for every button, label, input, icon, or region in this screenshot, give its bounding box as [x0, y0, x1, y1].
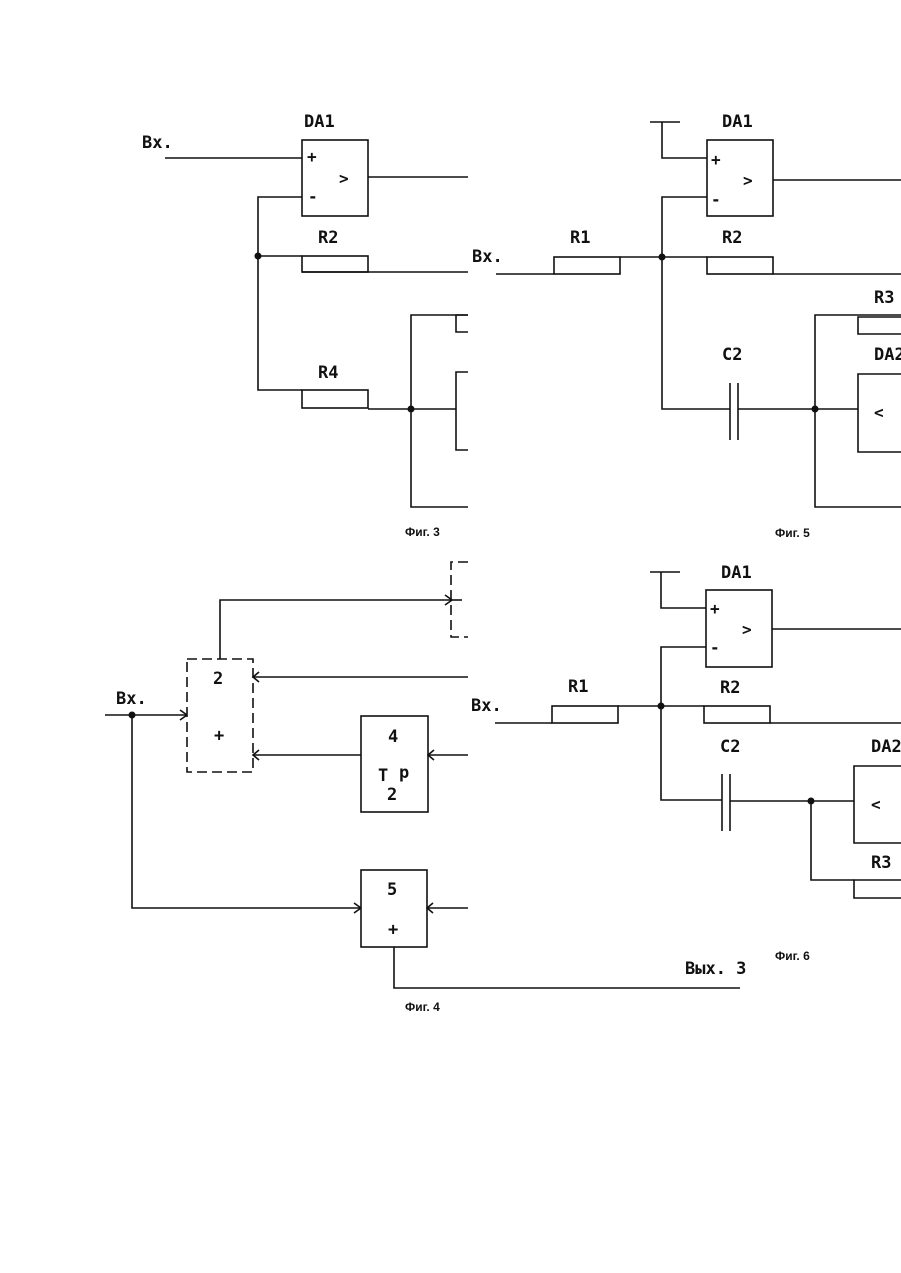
- fig4-block4-tf-t: T: [378, 766, 388, 786]
- fig5-resistor-r2: [707, 257, 773, 274]
- fig3-resistor-r2: [302, 256, 368, 272]
- fig6-opamp2-label: DA2: [871, 737, 901, 757]
- fig4-block4-tf-p: p: [399, 763, 409, 783]
- fig4-block4-number: 4: [388, 727, 398, 747]
- fig6-c2-label: C2: [720, 737, 740, 757]
- fig3-plus-sign: +: [307, 147, 317, 166]
- fig4-output-label: Вых. 3: [685, 959, 746, 979]
- fig6-caption: Фиг. 6: [775, 949, 810, 963]
- figure-4: Bx. 2 + 4 T p 2 5 + Вых. 3 Фиг. 4: [105, 562, 746, 1014]
- fig5-caption: Фиг. 5: [775, 526, 810, 540]
- fig3-opamp-label: DA1: [304, 112, 335, 132]
- fig3-r4-label: R4: [318, 363, 338, 383]
- figure-3: Bx. DA1 + - > R2 R4 Фиг. 3: [142, 112, 468, 539]
- fig4-block4-tf-sub: 2: [387, 785, 397, 805]
- fig4-block5-number: 5: [387, 880, 397, 900]
- fig5-input-label: Bx.: [472, 247, 503, 267]
- fig6-r1-label: R1: [568, 677, 588, 697]
- fig3-opamp-symbol: >: [339, 169, 349, 188]
- fig5-r3-label: R3: [874, 288, 894, 308]
- fig6-opamp1-label: DA1: [721, 563, 752, 583]
- fig4-block2-sign: +: [214, 726, 224, 746]
- fig6-r2-label: R2: [720, 678, 740, 698]
- fig5-resistor-r1: [554, 257, 620, 274]
- fig3-r2-label: R2: [318, 228, 338, 248]
- fig4-input-label: Bx.: [116, 689, 147, 709]
- fig5-minus-sign: -: [711, 190, 721, 209]
- fig4-caption: Фиг. 4: [405, 1000, 440, 1014]
- fig6-r3-label: R3: [871, 853, 891, 873]
- fig6-resistor-r1: [552, 706, 618, 723]
- figure-6: DA1 + - > Bx. R1 R2 C2 DA2 < R3 Фиг. 6: [471, 563, 901, 963]
- fig6-opamp2-symbol: <: [871, 795, 881, 814]
- fig3-caption: Фиг. 3: [405, 525, 440, 539]
- fig6-input-label: Bx.: [471, 696, 502, 716]
- fig5-r1-label: R1: [570, 228, 590, 248]
- fig6-plus-sign: +: [710, 599, 720, 618]
- fig5-opamp1-symbol: >: [743, 171, 753, 190]
- fig3-resistor-r4: [302, 390, 368, 408]
- fig3-input-label: Bx.: [142, 133, 173, 153]
- figure-5: DA1 + - > Bx. R1 R2 C2 R3 DA2 < Фиг. 5: [472, 112, 901, 540]
- fig5-c2-label: C2: [722, 345, 742, 365]
- fig5-opamp2-label: DA2: [874, 345, 901, 365]
- fig4-block2-number: 2: [213, 669, 223, 689]
- fig5-plus-sign: +: [711, 150, 721, 169]
- fig6-minus-sign: -: [710, 638, 720, 657]
- fig4-block5-sign: +: [388, 920, 398, 940]
- fig6-resistor-r2: [704, 706, 770, 723]
- fig6-opamp1-symbol: >: [742, 620, 752, 639]
- fig5-opamp2-symbol: <: [874, 403, 884, 422]
- fig5-opamp1-label: DA1: [722, 112, 753, 132]
- fig5-r2-label: R2: [722, 228, 742, 248]
- fig3-minus-sign: -: [308, 187, 318, 206]
